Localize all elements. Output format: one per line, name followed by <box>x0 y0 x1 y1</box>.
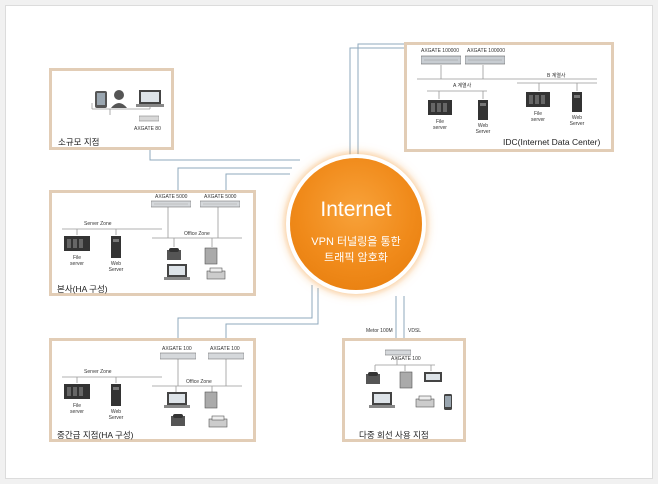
multi-printer-icon <box>415 395 435 408</box>
mid-gateway-b-label: AXGATE 100 <box>210 346 240 352</box>
multi-line-network <box>374 357 435 371</box>
idc-gateway-b-icon <box>465 55 505 65</box>
hq-gateway-a-label: AXGATE 5000 <box>155 194 188 200</box>
hq-printer-icon <box>206 267 226 280</box>
mid-web-server-label: Web Server <box>108 409 124 421</box>
hq-web-server-icon <box>111 236 121 258</box>
multi-gateway-label: AXGATE 100 <box>391 356 421 362</box>
mid-file-server-icon <box>64 384 90 399</box>
multi-gateway-icon <box>385 349 411 356</box>
link-mid-a <box>177 285 313 346</box>
site-mid-branch: AXGATE 100 AXGATE 100 Server Zone Office… <box>49 338 256 442</box>
site-small-branch: AXGATE 80 소규모 지점 <box>49 68 174 150</box>
hq-file-server-label: File server <box>70 255 84 267</box>
hq-office-zone-label: Office Zone <box>184 231 210 237</box>
idc-file-server-b-icon <box>526 92 550 107</box>
hq-gateway-b-icon <box>200 200 240 208</box>
link-mid-b <box>225 288 319 346</box>
tablet-icon <box>95 91 107 108</box>
hq-phone-icon <box>167 248 181 260</box>
site-hq: AXGATE 5000 AXGATE 5000 Server Zone Offi… <box>49 190 256 296</box>
mid-server-zone-label: Server Zone <box>84 369 112 375</box>
link-hq-a <box>177 167 292 198</box>
idc-web-server-b-icon <box>572 92 582 112</box>
multi-phone-icon <box>366 372 380 384</box>
mid-laptop-icon <box>164 392 190 408</box>
idc-file-server-b-label: File server <box>531 111 545 123</box>
idc-customer-a-label: A 계열사 <box>453 83 472 89</box>
multi-line-a-label: Metor 100M <box>366 328 393 334</box>
multi-monitor-icon <box>424 372 442 382</box>
multi-line-title: 다중 회선 사용 지점 <box>359 430 429 440</box>
small-gateway-icon <box>139 115 159 122</box>
idc-web-server-a-label: Web Server <box>475 123 491 135</box>
hq-pc-icon <box>204 247 218 265</box>
idc-customer-b-label: B 계열사 <box>547 73 566 79</box>
mid-pc-icon <box>204 391 218 409</box>
internet-title: Internet <box>320 198 392 221</box>
idc-title: IDC(Internet Data Center) <box>503 137 601 147</box>
mid-office-zone-label: Office Zone <box>186 379 212 385</box>
idc-web-server-b-label: Web Server <box>569 115 585 127</box>
site-idc: AXGATE 100000 AXGATE 100000 A 계열사 B 계열사 … <box>404 42 614 152</box>
laptop-icon <box>136 90 164 107</box>
hq-server-zone-label: Server Zone <box>84 221 112 227</box>
idc-gateway-b-label: AXGATE 100000 <box>467 48 505 54</box>
hq-title: 본사(HA 구성) <box>57 284 108 294</box>
mid-file-server-label: File server <box>70 403 84 415</box>
internet-caption-line2: 트래픽 암호화 <box>324 252 388 264</box>
small-branch-title: 소규모 지점 <box>58 137 100 147</box>
idc-file-server-a-icon <box>428 100 452 115</box>
user-icon <box>111 90 127 108</box>
internet-cloud: Internet VPN 터널링을 통한 트래픽 암호화 <box>290 158 422 290</box>
mid-branch-title: 중간급 지점(HA 구성) <box>57 430 134 440</box>
mid-branch-network <box>62 359 242 393</box>
mid-web-server-icon <box>111 384 121 406</box>
site-multi-line: AXGATE 100 다중 회선 사용 지점 <box>342 338 466 442</box>
mid-printer-icon <box>208 415 228 428</box>
hq-web-server-label: Web Server <box>108 261 124 273</box>
multi-line-b-label: VDSL <box>408 328 422 334</box>
hq-file-server-icon <box>64 236 90 251</box>
hq-gateway-b-label: AXGATE 5000 <box>204 194 237 200</box>
idc-gateway-a-label: AXGATE 100000 <box>421 48 459 54</box>
hq-laptop-icon <box>164 264 190 280</box>
multi-laptop-icon <box>369 392 395 408</box>
idc-gateway-a-icon <box>421 55 461 65</box>
internet-caption-line1: VPN 터널링을 통한 <box>311 236 401 248</box>
idc-file-server-a-label: File server <box>433 119 447 131</box>
idc-network <box>417 65 597 99</box>
small-gateway-label: AXGATE 80 <box>134 126 161 132</box>
hq-network <box>62 207 242 247</box>
mid-gateway-a-icon <box>160 352 196 360</box>
hq-gateway-a-icon <box>151 200 191 208</box>
mid-gateway-a-label: AXGATE 100 <box>162 346 192 352</box>
multi-smartphone-icon <box>444 394 452 410</box>
mid-gateway-b-icon <box>208 352 244 360</box>
idc-web-server-a-icon <box>478 100 488 120</box>
multi-pc-icon <box>399 371 413 389</box>
mid-phone-icon <box>171 414 185 426</box>
